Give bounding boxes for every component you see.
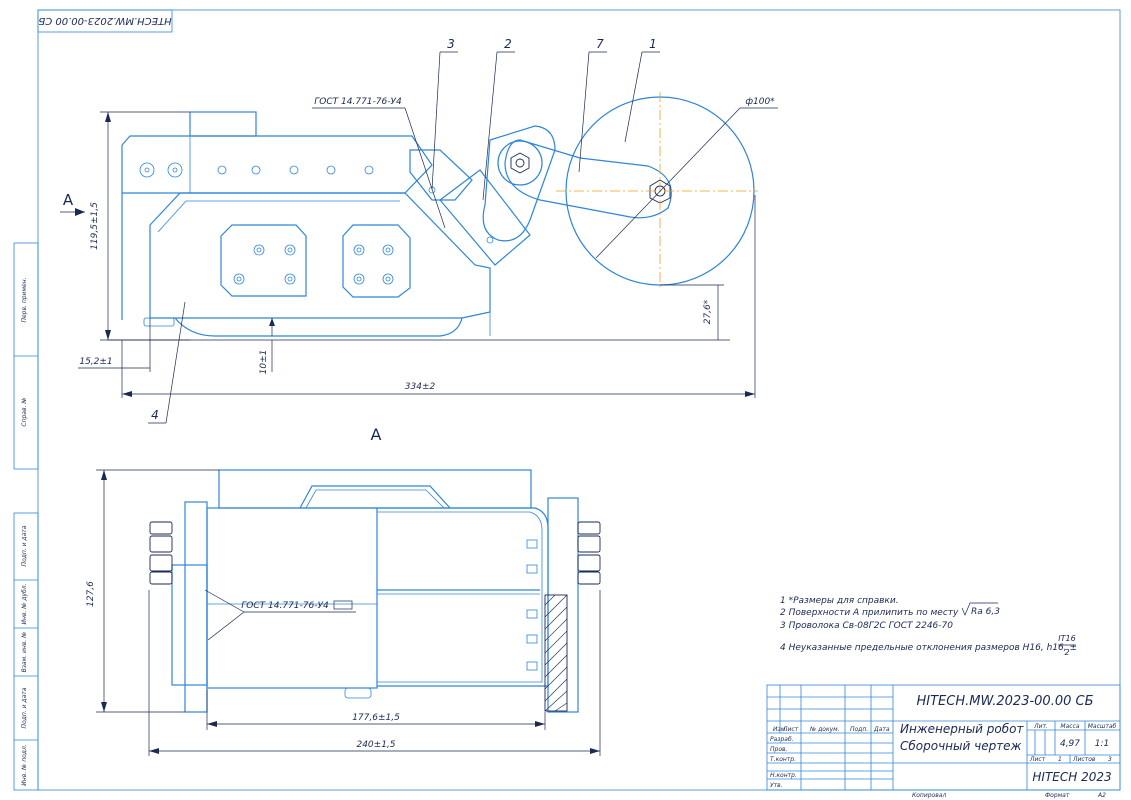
title-doc-code: HITECH.MW.2023-00.00 СБ [916,694,1093,709]
title-role-6: Утв. [770,782,783,789]
dim-height: 119,5±1,5 [90,202,100,250]
note-4: 4 Неуказанные предельные отклонения разм… [780,643,1077,653]
side-view-dimensions: 119,5±1,5 10±1 15,2±1 334±2 ф100* 27,6* … [60,97,778,398]
callout-3: 3 [447,37,455,51]
note-2: 2 Поверхности А прилипить по месту [780,608,959,618]
dim-bottom-height: 127,6 [86,581,96,607]
strip-label-3: Подп. и дата [21,525,28,566]
title-mass: 4,97 [1060,739,1080,749]
title-sheets-count: 3 [1108,756,1112,763]
title-col-izm: Изм. [773,726,787,733]
view-a-title: А [371,425,382,444]
note-4-fraction-bottom: 2 [1064,648,1069,657]
view-a-dimensions: 127,6 177,6±1,5 240±1,5 [86,469,601,756]
title-sheets-label: Листов [1072,756,1096,763]
title-format: А2 [1097,792,1106,799]
view-a: А [149,425,601,713]
note-2-ra: Ra 6,3 [971,607,1000,617]
callout-2: 2 [504,37,512,51]
note-3: 3 Проволока Св-08Г2С ГОСТ 2246-70 [780,621,953,631]
title-role-1: Разраб. [770,736,794,743]
title-role-5: Н.контр. [770,772,797,779]
sheet-frame [37,9,1121,791]
strip-label-6: Подп. и дата [21,687,28,728]
title-name-2: Сборочный чертеж [900,739,1022,753]
callouts: 3 2 7 1 4 ГОСТ 14.771-76-У4 [148,37,660,424]
dim-length: 334±2 [405,382,436,392]
strip-label-1: Перв. примен. [21,277,28,322]
top-stamp: НТЕСН.МW.2023-00.00 СБ [37,9,173,33]
callout-4: 4 [151,408,159,422]
gost-bottom: ГОСТ 14.771-76-У4 [241,601,329,611]
title-role-3: Т.контр. [770,756,796,763]
callout-1: 1 [649,37,657,51]
title-block: HITECH.MW.2023-00.00 СБ Изм. Лист № доку… [766,684,1121,799]
title-scale-label: Масштаб [1088,723,1117,730]
strip-label-7: Инв. № подл. [21,744,28,785]
left-strip: Перв. примен. Справ. № Подп. и дата Инв.… [13,242,39,791]
title-col-date: Дата [873,726,890,733]
dim-ground: 10±1 [259,350,269,375]
title-name-1: Инженерный робот [900,722,1024,736]
technical-notes: 1 *Размеры для справки. 2 Поверхности А … [780,596,1077,657]
title-col-doc: № докум. [809,726,840,733]
dim-diameter: ф100* [745,97,775,107]
title-scale: 1:1 [1095,739,1109,749]
gost-top: ГОСТ 14.771-76-У4 [314,97,402,107]
title-col-list: Лист [782,726,799,733]
title-sheet-label: Лист [1029,756,1046,763]
note-1: 1 *Размеры для справки. [780,596,899,606]
title-role-2: Пров. [770,746,788,753]
strip-label-5: Взам. инв. № [21,632,28,673]
title-sheet-no: 1 [1058,756,1062,763]
dim-offset: 15,2±1 [79,357,112,367]
title-format-label: Формат [1045,792,1070,799]
note-4-fraction-top: IT16 [1058,634,1075,643]
title-copied: Копировал [912,792,946,799]
strip-label-2: Справ. № [21,397,28,426]
strip-label-4: Инв. № дубл. [21,583,28,624]
top-stamp-text: НТЕСН.МW.2023-00.00 СБ [38,15,171,26]
dim-bottom-width: 240±1,5 [356,740,395,750]
title-col-sign: Подп. [850,726,868,733]
title-lit-label: Лит. [1033,723,1048,730]
title-mass-label: Масса [1060,723,1079,730]
callout-7: 7 [596,37,604,51]
title-org: HITECH 2023 [1032,770,1111,784]
side-view [121,92,758,337]
view-a-label: А [63,191,74,209]
dim-bottom-inner: 177,6±1,5 [352,713,400,723]
dim-wheel-clearance: 27,6* [703,299,713,324]
